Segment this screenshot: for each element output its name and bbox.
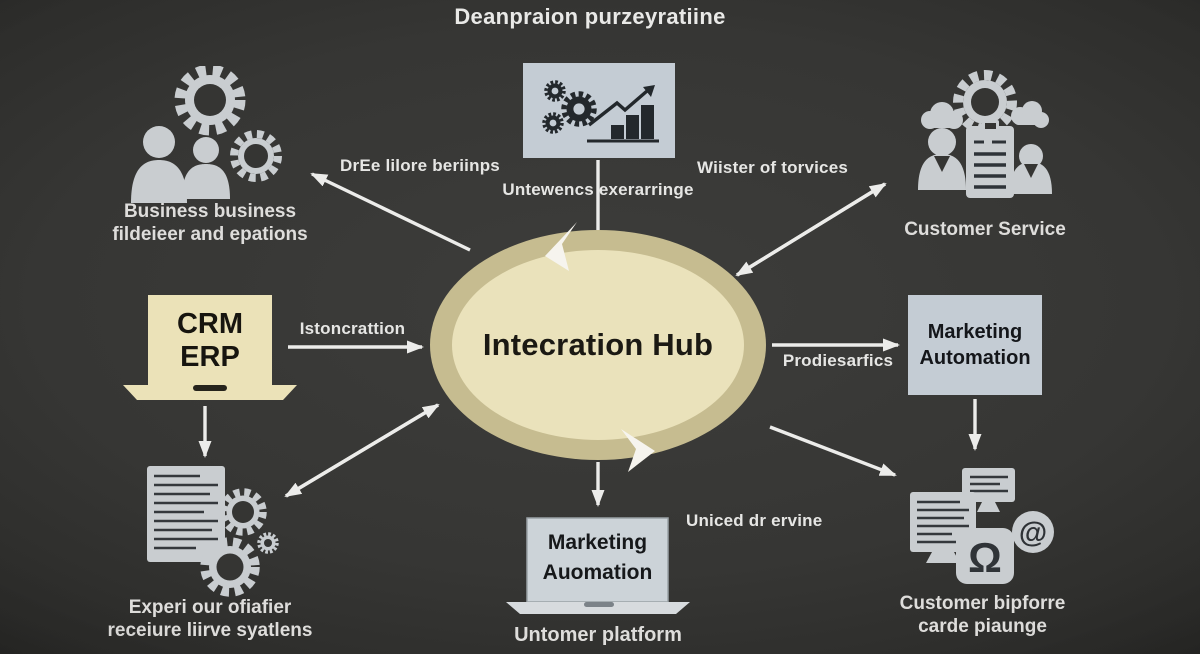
caption-line: carde piaunge xyxy=(918,616,1047,637)
label-top-left-arrow: DrEe lilore beriinps xyxy=(340,156,500,175)
integration-hub-ellipse: Intecration Hub xyxy=(430,230,766,460)
customer-service-icon xyxy=(918,70,1052,198)
person-icon xyxy=(1010,144,1052,194)
gear-icon xyxy=(219,488,267,536)
diagram-title: Deanpraion purzeyratiine xyxy=(454,4,726,29)
crm-erp-label: CRM ERP xyxy=(148,308,272,374)
gear-icon xyxy=(200,537,260,597)
monitor-icon xyxy=(962,468,1015,512)
caption-line: Customer bipforre xyxy=(899,593,1066,614)
person-icon xyxy=(182,137,230,199)
laptop-screen xyxy=(526,517,669,603)
hub-swoosh-arrowhead-bottom xyxy=(621,429,655,472)
caption-line: receiure liirve syatlens xyxy=(107,620,313,641)
hub-swoosh-arrowhead-top xyxy=(545,222,577,271)
screen-line: CRM xyxy=(176,308,244,340)
caption-line: Business business xyxy=(123,201,297,222)
label-left-arrow: Istoncrattion xyxy=(299,319,406,338)
document-gears-icon xyxy=(147,466,279,597)
integration-hub-label: Intecration Hub xyxy=(482,327,714,362)
gear-icon xyxy=(542,112,564,134)
at-symbol-icon: @ xyxy=(1019,517,1047,549)
gear-icon xyxy=(953,70,1017,134)
business-people-gears-icon xyxy=(131,66,282,203)
arrow-hub-to-business xyxy=(310,172,471,252)
panel-line: Automation xyxy=(919,347,1031,369)
document-systems-caption: Experi our ofiafier receiure liirve syat… xyxy=(85,596,335,642)
person-icon xyxy=(918,128,966,190)
laptop-notch xyxy=(193,385,227,391)
analytics-panel xyxy=(523,63,675,158)
lock-glyph: Ω xyxy=(968,534,1002,581)
crm-erp-laptop-icon xyxy=(123,295,297,400)
marketing-laptop-icon xyxy=(506,517,690,614)
laptop-notch xyxy=(584,602,614,607)
cloud-icon xyxy=(1011,101,1049,128)
label-top-right-arrow: Wiister of torvices xyxy=(696,158,849,177)
screen-line: Auomation xyxy=(542,561,653,584)
person-icon xyxy=(131,126,187,203)
caption-line: Experi our ofiafier xyxy=(128,597,292,618)
laptop-base xyxy=(506,602,690,614)
gear-icon xyxy=(174,66,246,136)
cloud-icon xyxy=(921,102,963,129)
lock-icon: Ω xyxy=(956,528,1014,584)
gear-icon xyxy=(257,532,279,554)
screen-line: Marketing xyxy=(547,531,648,554)
gears-chart-icon xyxy=(542,80,659,143)
clipboard-icon xyxy=(966,120,1014,198)
customer-channels-caption: Customer bipforre carde piaunge xyxy=(870,592,1095,638)
label-right-arrow: Prodiesarfics xyxy=(782,351,894,370)
arrow-hub-to-customer-service-b xyxy=(735,182,886,277)
growth-chart-icon xyxy=(587,85,659,143)
marketing-laptop-label: Marketing Auomation xyxy=(527,528,668,588)
gear-icon xyxy=(544,80,566,102)
gear-icon xyxy=(561,91,597,127)
laptop-screen xyxy=(148,295,272,385)
screen-line: ERP xyxy=(180,341,240,373)
marketing-automation-label: Marketing Automation xyxy=(919,319,1030,371)
panel-line: Marketing xyxy=(927,321,1023,343)
gear-icon xyxy=(230,130,282,182)
business-operations-caption: Business business fildeieer and epations xyxy=(80,200,340,246)
arrow-hub-to-channels xyxy=(769,425,897,477)
integration-hub-inner: Intecration Hub xyxy=(452,250,744,440)
caption-line: fildeieer and epations xyxy=(112,224,308,245)
arrow-hub-to-documents-b xyxy=(285,403,440,498)
marketing-automation-panel: Marketing Automation xyxy=(908,295,1042,395)
at-circle-icon xyxy=(1012,511,1054,553)
marketing-laptop-caption: Untomer platform xyxy=(514,624,682,646)
label-bottom-center-side: Uniced dr ervine xyxy=(686,511,823,530)
laptop-base xyxy=(123,385,297,400)
customer-channels-icon: @ Ω xyxy=(910,468,1054,584)
customer-service-caption: Customer Service xyxy=(904,219,1066,240)
